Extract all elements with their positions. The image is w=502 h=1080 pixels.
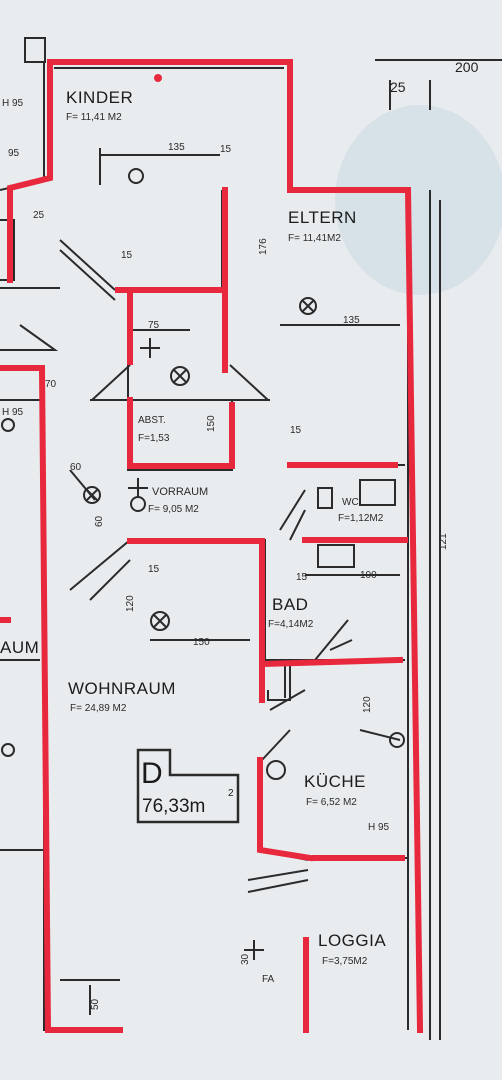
highlighted-walls xyxy=(0,59,424,1034)
dim-176: 176 xyxy=(258,238,269,255)
dim-15-a: 15 xyxy=(220,144,232,155)
label-fa: FA xyxy=(262,974,275,985)
dim-60-a: 60 xyxy=(70,462,82,473)
dim-15-c: 15 xyxy=(290,425,302,436)
room-name-abst: ABST. xyxy=(138,415,166,426)
dim-121: 121 xyxy=(438,533,449,550)
dim-h95-top: H 95 xyxy=(2,98,24,109)
dim-200: 200 xyxy=(455,59,479,75)
room-name-kinder: KINDER xyxy=(66,88,133,107)
dim-60-b: 60 xyxy=(94,515,105,527)
dim-120-kueche: 120 xyxy=(362,696,373,713)
room-name-left-partial: AUM xyxy=(0,638,39,657)
dim-h95-left: H 95 xyxy=(2,407,24,418)
room-name-wohnraum: WOHNRAUM xyxy=(68,679,176,698)
dim-150-vertical: 150 xyxy=(206,415,217,432)
room-area-wohnraum: F= 24,89 M2 xyxy=(70,703,127,714)
dim-120-wohnraum: 120 xyxy=(125,595,136,612)
room-name-vorraum: VORRAUM xyxy=(152,486,208,498)
room-area-kinder: F= 11,41 M2 xyxy=(66,112,122,123)
dim-70: 70 xyxy=(45,379,57,390)
dim-95: 95 xyxy=(8,148,20,159)
dim-150-horizontal: 150 xyxy=(193,637,210,648)
room-name-bad: BAD xyxy=(272,595,308,614)
original-drawing-lines xyxy=(0,37,502,1040)
dim-25-left: 25 xyxy=(33,210,45,221)
dim-135-kinder: 135 xyxy=(168,142,185,153)
room-area-eltern: F= 11,41M2 xyxy=(288,233,341,244)
room-area-vorraum: F= 9,05 M2 xyxy=(148,504,199,515)
unit-letter: D xyxy=(141,757,163,790)
dim-h95-kueche: H 95 xyxy=(368,822,390,833)
dim-15-d: 15 xyxy=(148,564,160,575)
dim-15-b: 15 xyxy=(121,250,133,261)
dim-15-e: 15 xyxy=(296,572,308,583)
unit-area: 76,33m xyxy=(142,796,205,817)
dim-75: 75 xyxy=(148,320,160,331)
room-area-loggia: F=3,75M2 xyxy=(322,956,368,967)
room-area-bad: F=4,14M2 xyxy=(268,619,314,630)
room-area-wc: F=1,12M2 xyxy=(338,513,384,524)
unit-area-superscript: 2 xyxy=(228,788,234,799)
red-marker-dot xyxy=(154,74,162,82)
room-name-wc: WC xyxy=(342,497,359,508)
room-area-abst: F=1,53 xyxy=(138,433,170,444)
dim-50: 50 xyxy=(90,998,101,1010)
dim-30: 30 xyxy=(240,953,251,965)
dim-25: 25 xyxy=(390,79,406,95)
dim-100: 100 xyxy=(360,570,377,581)
room-name-eltern: ELTERN xyxy=(288,208,357,227)
dim-135-eltern: 135 xyxy=(343,315,360,326)
unit-label-frame xyxy=(136,748,240,824)
water-stain xyxy=(335,105,502,295)
room-name-kueche: KÜCHE xyxy=(304,772,366,791)
room-name-loggia: LOGGIA xyxy=(318,931,386,950)
room-area-kueche: F= 6,52 M2 xyxy=(306,797,357,808)
